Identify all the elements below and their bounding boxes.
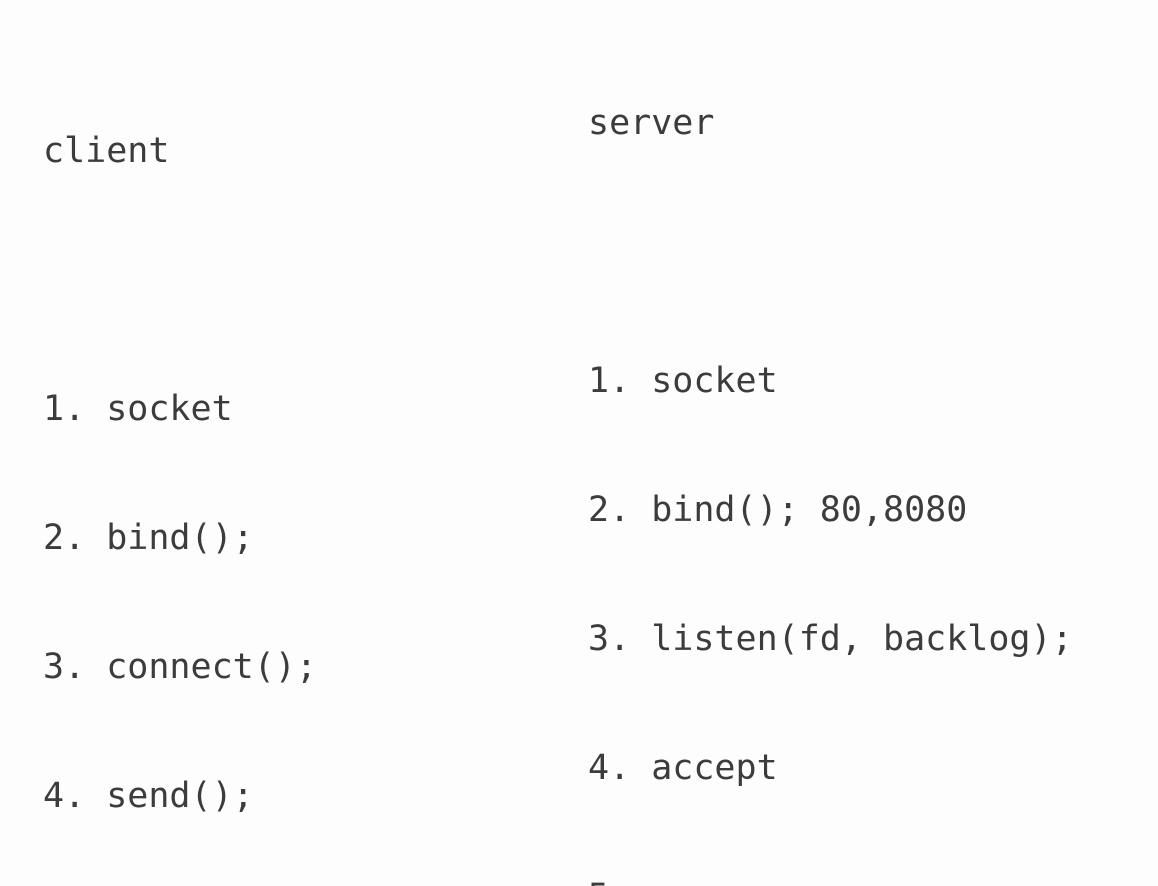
list-item: 3. connect(); (43, 647, 317, 687)
list-item: 2. bind(); 80,8080 (588, 490, 968, 530)
list-item: 3. listen(fd, backlog); (588, 619, 1073, 659)
list-item: 5. recv (588, 876, 1073, 886)
server-column: server 1. socket 2. bind(); 80,8080 3. l… (588, 16, 1073, 886)
server-column-title: server (588, 103, 715, 143)
socket-lifecycle-notes: client 1. socket 2. bind(); 3. connect()… (43, 103, 1073, 886)
list-item: 4. accept (588, 748, 778, 788)
client-column: client 1. socket 2. bind(); 3. connect()… (43, 44, 317, 886)
list-item: 1. socket (43, 389, 233, 429)
server-steps-list: 1. socket 2. bind(); 80,8080 3. listen(f… (588, 274, 1073, 886)
list-item: 1. socket (588, 361, 778, 401)
client-column-title: client (43, 131, 170, 171)
list-item: 2. bind(); (43, 518, 254, 558)
list-item: 4. send(); (43, 776, 254, 816)
client-steps-list: 1. socket 2. bind(); 3. connect(); 4. se… (43, 302, 317, 886)
